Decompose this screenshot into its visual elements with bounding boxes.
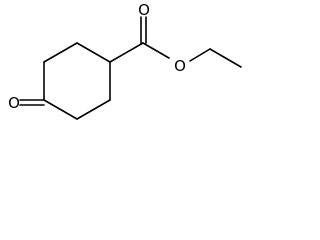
ester-oc-bond: [189, 48, 211, 62]
ester-co-bond: [142, 42, 170, 59]
carbonyl-oxygen-label: O: [138, 1, 150, 19]
ring-bond-4: [43, 99, 78, 120]
ring-bond-1: [76, 42, 111, 63]
structure-canvas: O O O: [8, 1, 242, 120]
ring-bond-3: [76, 99, 111, 120]
ring-bond-6: [43, 42, 78, 63]
ethyl-bond: [209, 48, 242, 68]
ester-oxygen-label: O: [174, 57, 186, 75]
ring-to-carbonyl-bond: [109, 42, 144, 63]
ketone-oxygen-label: O: [8, 94, 20, 112]
